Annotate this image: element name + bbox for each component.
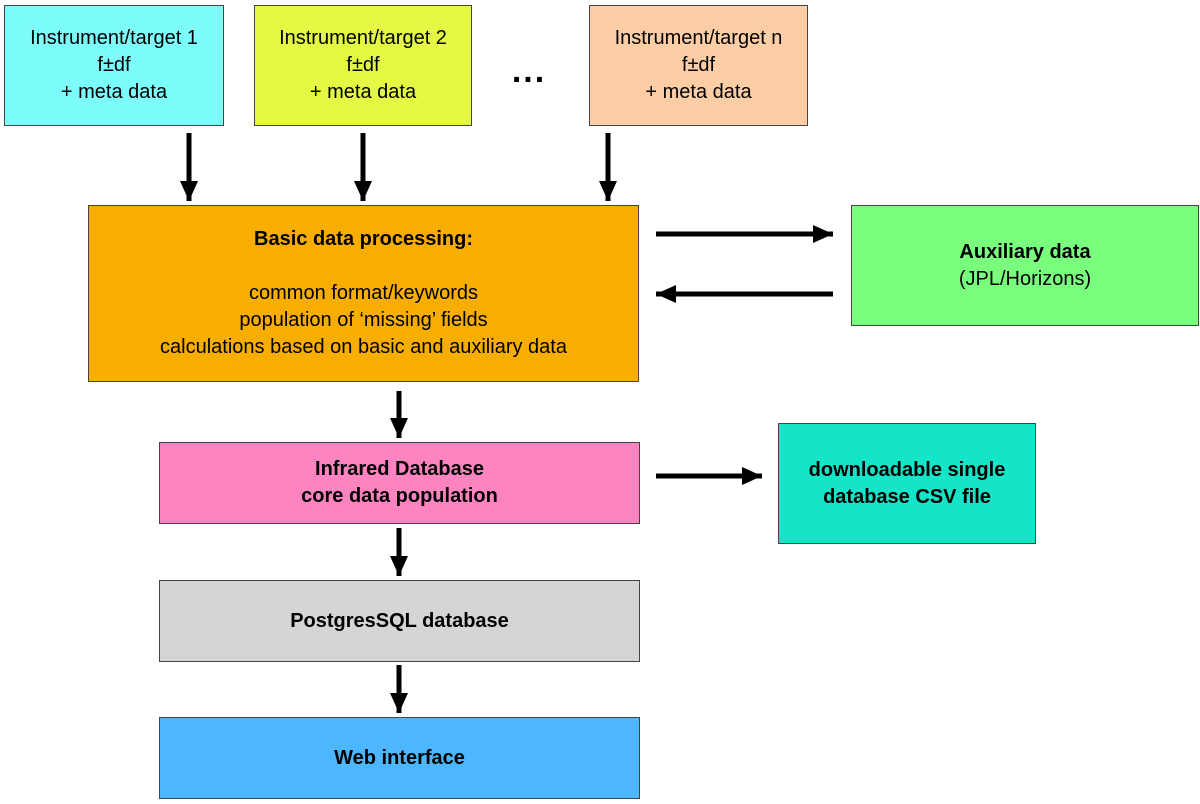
csv-file-line-2: database CSV file	[823, 485, 991, 508]
infrared-database-subtitle: core data population	[301, 485, 498, 507]
web-interface-label: Web interface	[334, 746, 465, 769]
infrared-database-box: Infrared Database core data population	[159, 442, 640, 524]
instrument-target-n-flux: f±df	[681, 54, 716, 76]
instrument-target-n-box: Instrument/target n f±df + meta data	[589, 5, 808, 126]
basic-processing-line-3: calculations based on basic and auxiliar…	[160, 336, 567, 358]
instrument-target-n-title: Instrument/target n	[614, 27, 783, 49]
csv-file-box: downloadable single database CSV file	[778, 423, 1036, 544]
instrument-target-n-meta: + meta data	[645, 81, 752, 103]
ellipsis: ...	[511, 52, 547, 90]
csv-file-line-1: downloadable single	[808, 458, 1006, 481]
auxiliary-data-box: Auxiliary data (JPL/Horizons)	[851, 205, 1199, 326]
auxiliary-data-title: Auxiliary data	[959, 240, 1091, 263]
basic-processing-line-1: common format/keywords	[249, 282, 478, 304]
postgres-database-box: PostgresSQL database	[159, 580, 640, 662]
postgres-database-label: PostgresSQL database	[290, 609, 509, 632]
instrument-target-2-box: Instrument/target 2 f±df + meta data	[254, 5, 472, 126]
web-interface-box: Web interface	[159, 717, 640, 799]
instrument-target-2-flux: f±df	[346, 54, 380, 76]
auxiliary-data-source: (JPL/Horizons)	[958, 267, 1092, 290]
instrument-target-2-meta: + meta data	[309, 81, 417, 103]
instrument-target-1-box: Instrument/target 1 f±df + meta data	[4, 5, 224, 126]
instrument-target-1-meta: + meta data	[60, 81, 168, 103]
basic-processing-box: Basic data processing: common format/key…	[88, 205, 639, 382]
instrument-target-1-flux: f±df	[97, 54, 131, 76]
instrument-target-1-title: Instrument/target 1	[30, 27, 198, 49]
basic-processing-line-2: population of ‘missing’ fields	[239, 309, 488, 331]
infrared-database-title: Infrared Database	[315, 458, 484, 480]
basic-processing-title: Basic data processing:	[254, 228, 473, 250]
instrument-target-2-title: Instrument/target 2	[279, 27, 447, 49]
